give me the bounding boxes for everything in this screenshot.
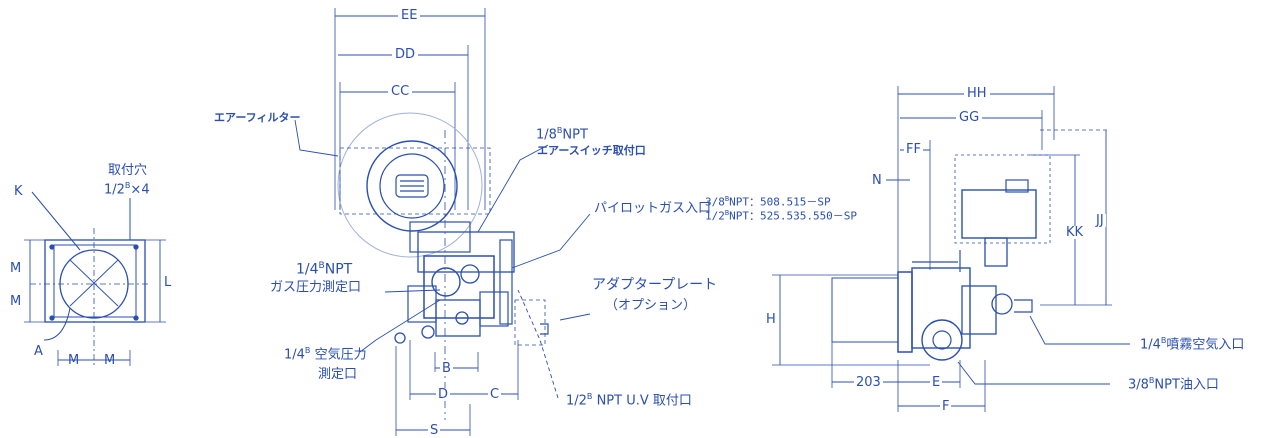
mounting-hole-label: 取付穴 — [108, 163, 148, 178]
dim-label-ff: FF — [904, 142, 923, 157]
dim-label-jj: JJ — [1094, 213, 1106, 228]
dim-label-h: H — [764, 312, 778, 327]
dim-label-d: D — [436, 387, 451, 402]
label-m-left: M — [68, 353, 80, 368]
dim-label-n: N — [872, 173, 882, 188]
dim-label-c: C — [488, 387, 502, 402]
spray-air-inlet-label: 1/4B噴霧空気入口 — [1140, 336, 1245, 353]
pilot-gas-label: パイロットガス入口 — [594, 201, 712, 216]
dim-label-gg: GG — [956, 111, 983, 124]
flange-outline — [44, 239, 146, 323]
dim-label-b: B — [440, 361, 453, 376]
dim-label-203: 203 — [854, 375, 883, 390]
dim-label-ee: EE — [398, 9, 421, 22]
dim-label-s: S — [428, 423, 441, 438]
mounting-flange-view — [24, 191, 166, 368]
dim-label-cc: CC — [388, 85, 413, 98]
dim-label-hh: HH — [964, 87, 990, 100]
npt12-label: 1/2BNPT：525.535.550－SP — [705, 209, 858, 223]
uv-port-label: 1/2B NPT U.V 取付口 — [566, 392, 692, 409]
dim-label-dd: DD — [392, 48, 419, 61]
air-filter-label: エアーフィルター — [214, 111, 301, 124]
adapter-option-label: （オプション） — [605, 298, 697, 313]
air-switch-label: エアースイッチ取付口 — [537, 144, 646, 157]
label-m-right: M — [104, 353, 116, 368]
air-filter-outline — [337, 112, 483, 258]
oil-inlet-label: 3/8BNPT油入口 — [1128, 376, 1219, 393]
gas-pressure-label: ガス圧力測定口 — [270, 280, 362, 295]
npt14-label: 1/4BNPT — [296, 261, 353, 278]
measure-port-label: 測定口 — [318, 367, 358, 382]
label-a: A — [34, 344, 43, 359]
adapter-plate-label: アダプタープレート — [592, 277, 718, 293]
label-k: K — [14, 184, 23, 199]
dim-label-kk: KK — [1064, 225, 1086, 240]
npt38-label: 3/8BNPT：508.515－SP — [705, 195, 831, 209]
air-pressure-label: 1/4B 空気圧力 — [284, 346, 367, 363]
label-l: L — [164, 275, 172, 290]
label-m-top: M — [10, 261, 22, 276]
flange-diagonal — [69, 259, 119, 307]
label-m-bottom: M — [10, 294, 22, 309]
blower-fan — [366, 140, 458, 232]
flange-inner-square — [53, 244, 137, 318]
npt-18-label: 1/8BNPT — [536, 126, 588, 143]
mounting-hole-size: 1/2B×4 — [104, 181, 150, 198]
dim-label-f: F — [940, 399, 952, 414]
dim-label-e: E — [930, 375, 943, 390]
burner-side-view — [772, 86, 1130, 412]
